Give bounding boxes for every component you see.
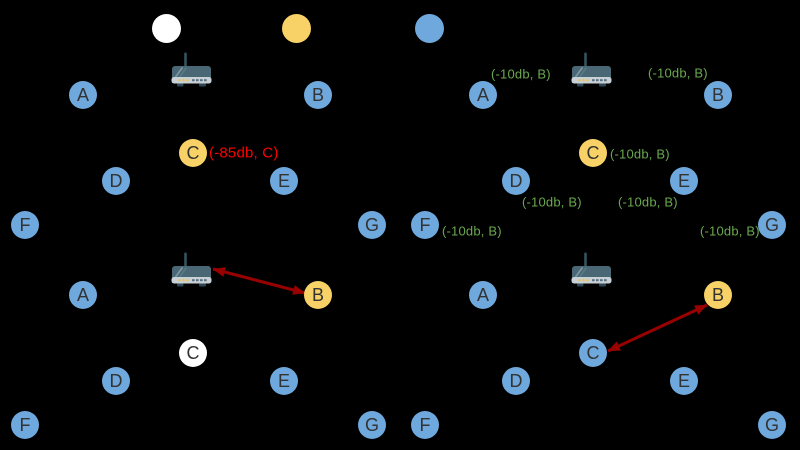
router-icon-top-left: [171, 52, 212, 88]
router-icon-bottom-left: [171, 252, 212, 288]
node-top-right-D: D: [502, 167, 530, 195]
legend-circle-white: [151, 13, 181, 43]
signal-annotation-top-right-D: (-10db, B): [522, 194, 582, 210]
node-top-left-E: E: [270, 167, 298, 195]
node-top-left-B: B: [304, 81, 332, 109]
node-top-right-A: A: [469, 81, 497, 109]
node-top-right-F: F: [411, 211, 439, 239]
node-bottom-left-E: E: [270, 367, 298, 395]
node-bottom-left-F: F: [11, 411, 39, 439]
node-bottom-left-G: G: [358, 411, 386, 439]
panel-top-left: A B C D E F G (-85db, C): [0, 0, 400, 239]
signal-annotation-top-right-G: (-10db, B): [700, 223, 760, 239]
router-icon-bottom-right: [571, 252, 612, 288]
node-bottom-right-G: G: [758, 411, 786, 439]
node-top-right-E: E: [670, 167, 698, 195]
node-bottom-left-B: B: [304, 281, 332, 309]
node-bottom-right-B: B: [704, 281, 732, 309]
node-bottom-left-D: D: [102, 367, 130, 395]
signal-annotation-top-right-A: (-10db, B): [491, 66, 551, 82]
signal-annotation-top-left-C: (-85db, C): [209, 144, 279, 162]
node-top-left-D: D: [102, 167, 130, 195]
signal-annotation-top-right-C: (-10db, B): [610, 146, 670, 162]
node-bottom-left-A: A: [69, 281, 97, 309]
panel-bottom-left: A B C D E F G: [0, 200, 400, 439]
router-svg: [571, 52, 612, 87]
node-top-left-A: A: [69, 81, 97, 109]
signal-annotation-top-right-F: (-10db, B): [442, 223, 502, 239]
node-top-right-C: C: [579, 139, 607, 167]
router-svg: [171, 252, 212, 287]
node-bottom-left-C: C: [179, 339, 207, 367]
node-bottom-right-E: E: [670, 367, 698, 395]
legend-circle-yellow: [281, 13, 311, 43]
node-bottom-right-A: A: [469, 281, 497, 309]
panel-bottom-right: A B C D E F G: [400, 200, 800, 439]
signal-arrow-router-to-b: [212, 267, 306, 295]
node-top-right-B: B: [704, 81, 732, 109]
node-top-left-C: C: [179, 139, 207, 167]
node-top-left-F: F: [11, 211, 39, 239]
router-svg: [571, 252, 612, 287]
node-bottom-right-C: C: [579, 339, 607, 367]
node-top-left-G: G: [358, 211, 386, 239]
signal-annotation-top-right-B: (-10db, B): [648, 65, 708, 81]
router-icon-top-right: [571, 52, 612, 88]
legend-circle-blue: [414, 13, 444, 43]
node-bottom-right-D: D: [502, 367, 530, 395]
router-svg: [171, 52, 212, 87]
signal-annotation-top-right-E: (-10db, B): [618, 194, 678, 210]
signal-arrow-c-to-b: [607, 303, 708, 353]
node-bottom-right-F: F: [411, 411, 439, 439]
node-top-right-G: G: [758, 211, 786, 239]
